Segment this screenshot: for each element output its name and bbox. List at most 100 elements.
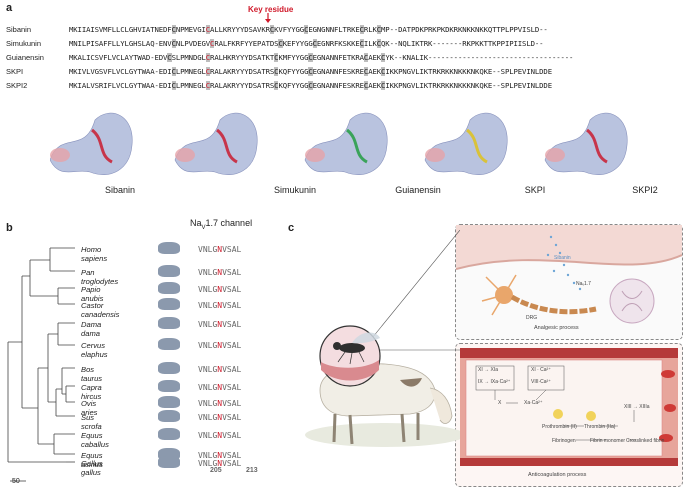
sequence-segment: RALFKRFYYEPATDS	[214, 39, 279, 48]
sequence-segment: LPMNEGL	[175, 81, 206, 90]
cascade-x-box: XI · Ca²⁺	[531, 367, 551, 373]
anticoag-caption: Anticoagulation process	[528, 472, 587, 478]
motif-key-residue: N	[217, 268, 223, 277]
elephant-icon	[158, 282, 180, 294]
cascade-thrombin: Thrombin (IIa)	[584, 424, 616, 430]
motif-sequence: VNLGNVSAL	[198, 459, 241, 468]
beaver-icon	[158, 298, 180, 310]
species-name: Homo sapiens	[81, 245, 108, 263]
sequence-row: MKALICSVFLVCLAYTWAD-EDVCSLPMNDGLCRALHKRY…	[69, 53, 573, 62]
motif-left: VNLG	[198, 285, 218, 294]
sequence-segment: ALLKRYYYDSAVKR	[210, 25, 270, 34]
sequence-row: MKIVLVGSVFLVCLGYTWAA-EDICLPMNEGLCRALAKRY…	[69, 67, 552, 76]
motif-left: VNLG	[198, 459, 218, 468]
motif-key-residue: N	[217, 301, 223, 310]
sequence-segment: MKIVLVGSVFLVCLGYTWAA-EDI	[69, 67, 172, 76]
motif-key-residue: N	[217, 365, 223, 374]
cow-icon	[158, 362, 180, 374]
sequence-segment: RALAKRYYYDSATRS	[210, 81, 275, 90]
structure-label: Sibanin	[104, 185, 136, 195]
cysteine-residue: C	[167, 53, 172, 62]
sequence-row: MNILPISAFFLLYLGHSLAQ-ENVCNLPVDEGVCRALFKR…	[69, 39, 544, 48]
channel-prefix: Na	[190, 218, 202, 228]
cysteine-residue: C	[274, 67, 279, 76]
cysteine-residue: C	[274, 53, 279, 62]
cascade-xa: Xa·Ca²⁺	[524, 400, 543, 406]
sequence-segment: AEK	[368, 53, 382, 62]
motif-sequence: VNLGNVSAL	[198, 399, 241, 408]
sequence-segment: EGNGNNFLTRKE	[308, 25, 360, 34]
motif-right: VSAL	[222, 431, 242, 440]
key-residue-label: Key residue	[248, 5, 294, 14]
cysteine-residue: C	[359, 39, 364, 48]
species-name: Equus asinus	[81, 451, 103, 469]
human-icon	[158, 242, 180, 254]
motif-right: VSAL	[222, 245, 242, 254]
sequence-segment: RALAKRYYYDSATRS	[210, 67, 275, 76]
motif-key-residue: N	[217, 320, 223, 329]
motif-key-residue: N	[217, 341, 223, 350]
motif-sequence: VNLGNVSAL	[198, 285, 241, 294]
species-name: Bos taurus	[81, 365, 103, 383]
sequence-segment: MNILPISAFFLLYLGHSLAQ-ENV	[69, 39, 172, 48]
motif-left: VNLG	[198, 245, 218, 254]
cascade-crosslinked: Crosslinked fibrin	[626, 438, 665, 444]
sequence-segment: MP--DATPDKPRKPKDKRKNKKNKKQTTPLPPVISLD--	[381, 25, 548, 34]
sequence-segment: RALHKRYYYDSATKT	[210, 53, 275, 62]
cascade-xi: XI → XIa	[478, 367, 499, 373]
anticoagulation-panel: XI → XIa IX → IXa·Ca²⁺ XI · Ca²⁺ VIII·Ca…	[455, 343, 683, 487]
sequence-row: MKIALVSRIFLVCLGYTWAA-EDICLPMNEGLCRALAKRY…	[69, 81, 552, 90]
sequence-segment: MKIIAISVMFLLCLGHVIATNEDF	[69, 25, 172, 34]
drg-tag: DRG	[526, 315, 538, 321]
cysteine-residue: C	[363, 67, 369, 76]
cysteine-residue: C	[171, 25, 176, 34]
cysteine-residue: C	[269, 25, 275, 34]
chicken-icon	[158, 456, 180, 468]
species-name: Capra hircus	[81, 383, 102, 401]
channel-sub: V	[201, 224, 206, 231]
sequence-segment: KMFYYGG	[278, 53, 309, 62]
species-name: Cervus elaphus	[81, 341, 108, 359]
cysteine-residue: C	[381, 53, 386, 62]
cysteine-residue: C	[359, 25, 364, 34]
motif-right: VSAL	[222, 320, 242, 329]
motif-sequence: VNLGNVSAL	[198, 383, 241, 392]
sequence-segment: AEK	[368, 81, 382, 90]
panel-c-label: c	[288, 222, 295, 234]
motif-left: VNLG	[198, 383, 218, 392]
analgesic-panel: Sibanin Naᵥ1.7 DRG Analgesic process	[455, 224, 683, 340]
key-residue: C	[210, 39, 215, 48]
protein-structure	[304, 112, 388, 175]
cow-fly-illustration	[305, 230, 460, 447]
fly-icon	[333, 332, 380, 365]
cysteine-residue: C	[363, 53, 369, 62]
motif-key-residue: N	[217, 245, 223, 254]
motif-left: VNLG	[198, 451, 218, 460]
sequence-segment: LPMNEGL	[175, 67, 206, 76]
cysteine-residue: C	[312, 39, 317, 48]
motif-key-residue: N	[217, 285, 223, 294]
motif-left: VNLG	[198, 413, 218, 422]
cascade-xiii: XIII → XIIIa	[624, 404, 650, 410]
motif-right: VSAL	[222, 383, 242, 392]
species-name: Dama dama	[81, 320, 102, 338]
sequence-segment: NPMEVGI	[175, 25, 206, 34]
sequence-segment: MKALICSVFLVCLAYTWAD-EDV	[69, 53, 168, 62]
motif-left: VNLG	[198, 431, 218, 440]
sequence-segment: IKKPNGVLIKTRKRKKNKKKNKQKE--SPLPEVINLDDE	[385, 67, 552, 76]
protein-structure	[174, 112, 258, 175]
motif-sequence: VNLGNVSAL	[198, 451, 241, 460]
structure-label: Guianensin	[395, 185, 441, 195]
structure-row	[49, 100, 685, 190]
sequence-name: Sibanin	[6, 25, 32, 34]
sequence-name: Simukunin	[6, 39, 42, 48]
sequence-segment: IKKPNGVLIKTRKRKKNKKKNKQKE--SPLPEVINLDDE	[385, 81, 552, 90]
key-residue-arrow	[265, 13, 271, 23]
species-name: Papio anubis	[81, 285, 104, 303]
motif-key-residue: N	[217, 451, 223, 460]
tree-scale-label: 50	[12, 478, 20, 485]
key-residue: C	[205, 25, 211, 34]
position-end: 213	[246, 467, 258, 474]
position-start: 205	[210, 467, 222, 474]
motif-key-residue: N	[217, 459, 223, 468]
